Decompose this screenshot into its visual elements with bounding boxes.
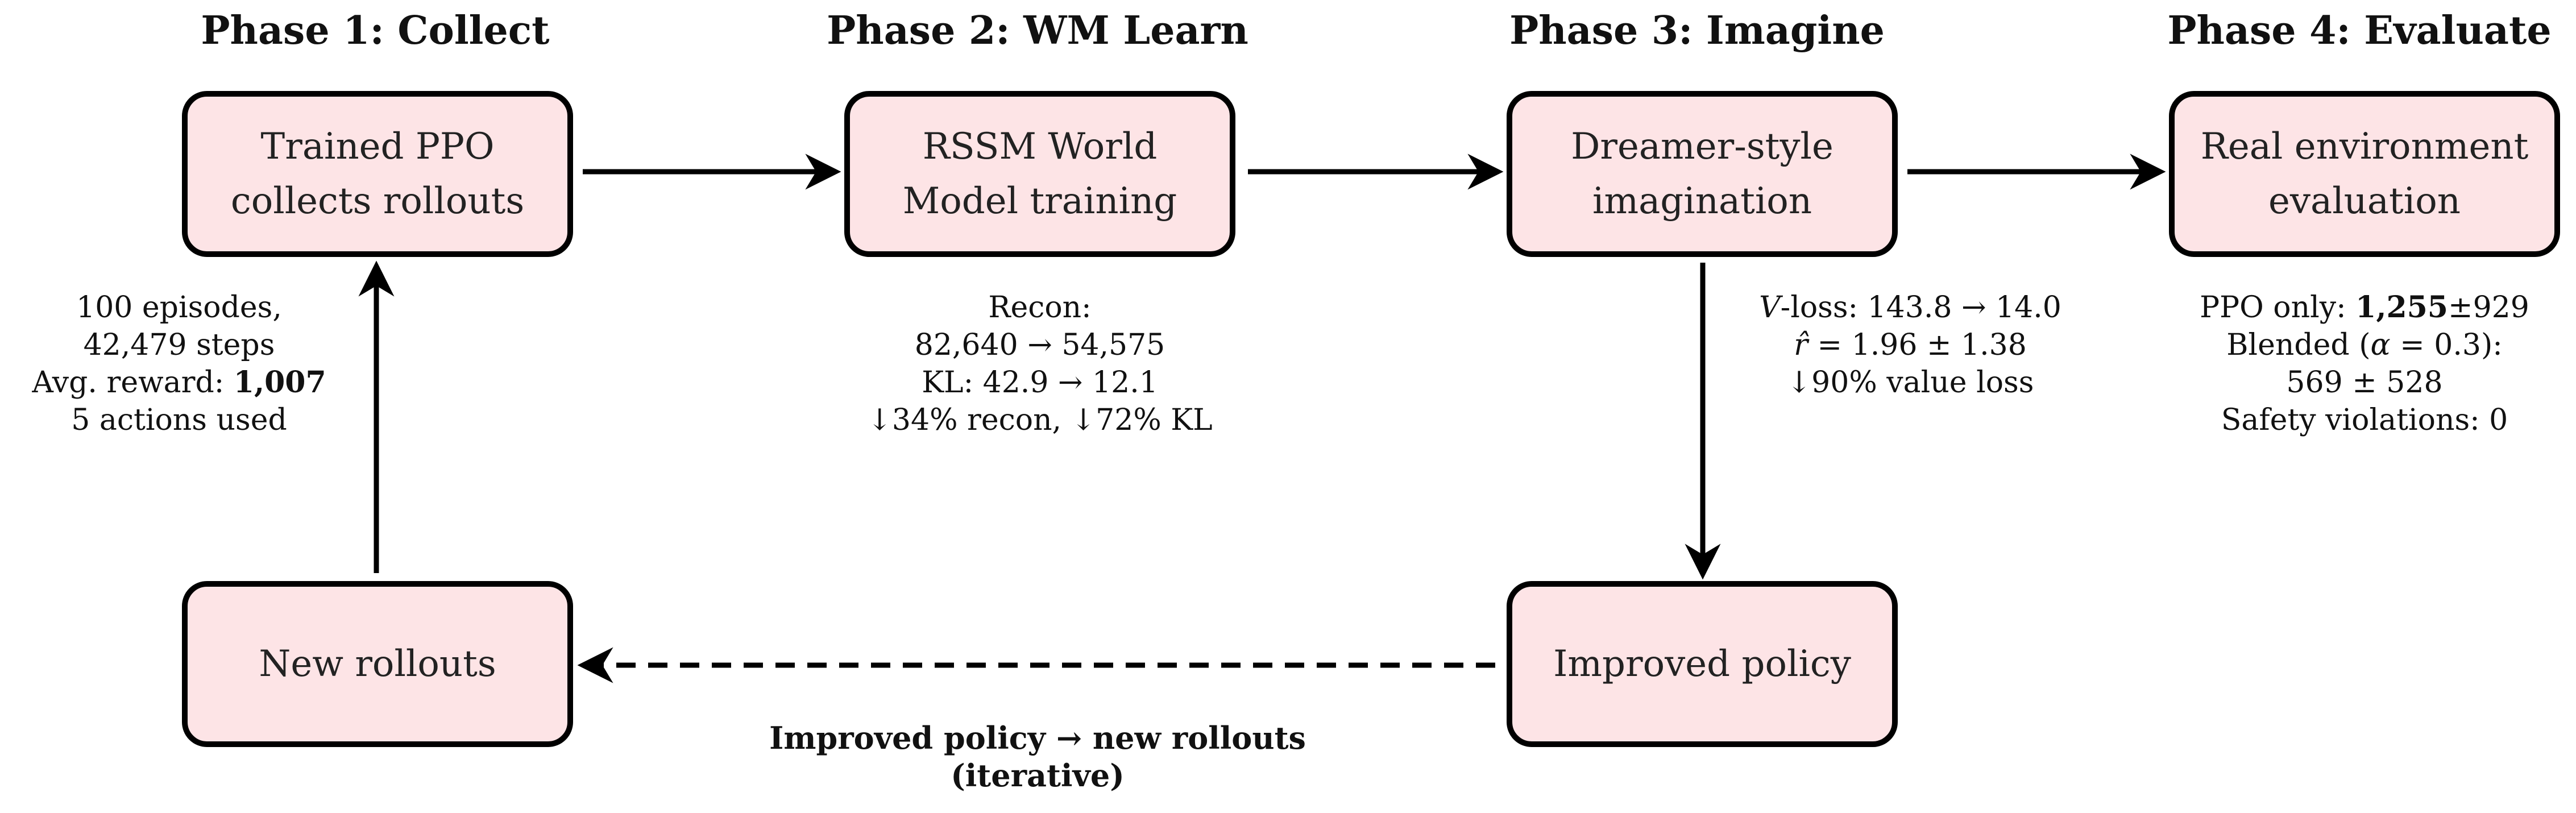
avg-reward-value: 1,007 <box>233 365 326 400</box>
annotation-collect-line2: 42,479 steps <box>83 328 275 362</box>
blended-label-prefix: Blended ( <box>2226 328 2371 362</box>
annotation-wm-learn-line1: Recon: <box>988 291 1092 325</box>
annotation-imagine-line3: ↓90% value loss <box>1786 366 2034 400</box>
node-improved-policy-label: Improved policy <box>1553 643 1851 685</box>
node-wm-learn: RSSM World Model training <box>844 91 1235 257</box>
node-evaluate-line1: Real environment <box>2200 126 2529 168</box>
v-loss-symbol: V <box>1759 291 1781 325</box>
ppo-only-label: PPO only: <box>2200 291 2356 325</box>
annotation-evaluate: PPO only: 1,255±929 Blended (α = 0.3): 5… <box>2137 289 2576 439</box>
annotation-collect-line4: 5 actions used <box>71 403 287 437</box>
annotation-imagine: V-loss: 143.8 → 14.0 r̂ = 1.96 ± 1.38 ↓9… <box>1711 289 2109 401</box>
phase-2-title: Phase 2: WM Learn <box>827 8 1248 53</box>
phase-4-title: Phase 4: Evaluate <box>2167 8 2552 53</box>
node-imagine: Dreamer-style imagination <box>1507 91 1898 257</box>
blended-label-suffix: = 0.3): <box>2390 328 2503 362</box>
loop-label-line2: (iterative) <box>951 757 1125 794</box>
avg-reward-label: Avg. reward: <box>32 366 234 400</box>
annotation-wm-learn-line3: KL: 42.9 → 12.1 <box>922 366 1158 400</box>
node-improved-policy: Improved policy <box>1507 581 1898 747</box>
annotation-imagine-line1: V-loss: 143.8 → 14.0 <box>1711 289 2109 326</box>
loop-label-line1: Improved policy → new rollouts <box>769 720 1306 756</box>
loop-label: Improved policy → new rollouts (iterativ… <box>696 719 1379 794</box>
r-hat-text: = 1.96 ± 1.38 <box>1808 328 2027 362</box>
annotation-evaluate-line1: PPO only: 1,255±929 <box>2137 289 2576 326</box>
phase-1-title: Phase 1: Collect <box>201 8 550 53</box>
node-wm-learn-line1: RSSM World <box>922 126 1158 168</box>
annotation-collect-line3: Avg. reward: 1,007 <box>0 364 358 401</box>
node-new-rollouts-label: New rollouts <box>259 643 496 685</box>
annotation-collect: 100 episodes, 42,479 steps Avg. reward: … <box>0 289 358 439</box>
r-hat-symbol: r̂ <box>1794 328 1808 362</box>
annotation-wm-learn-line2: 82,640 → 54,575 <box>914 328 1165 362</box>
alpha-symbol: α <box>2370 328 2391 362</box>
annotation-collect-line1: 100 episodes, <box>76 291 282 325</box>
node-collect-line2: collects rollouts <box>230 180 525 222</box>
annotation-wm-learn-line4: ↓34% recon, ↓72% KL <box>867 403 1213 437</box>
annotation-evaluate-line2: Blended (α = 0.3): <box>2137 326 2576 364</box>
node-evaluate-line2: evaluation <box>2268 180 2461 222</box>
annotation-evaluate-line3: 569 ± 528 <box>2286 366 2443 400</box>
node-collect: Trained PPO collects rollouts <box>182 91 573 257</box>
node-wm-learn-line2: Model training <box>902 180 1177 222</box>
phase-3-title: Phase 3: Imagine <box>1509 8 1885 53</box>
annotation-imagine-line2: r̂ = 1.96 ± 1.38 <box>1711 326 2109 364</box>
annotation-evaluate-line4: Safety violations: 0 <box>2221 403 2508 437</box>
node-collect-line1: Trained PPO <box>260 126 495 168</box>
ppo-only-value: 1,255 <box>2355 290 2448 325</box>
v-loss-text: -loss: 143.8 → 14.0 <box>1780 291 2061 325</box>
node-new-rollouts: New rollouts <box>182 581 573 747</box>
ppo-only-std: ±929 <box>2448 291 2529 325</box>
node-imagine-line2: imagination <box>1592 180 1812 222</box>
node-imagine-line1: Dreamer-style <box>1571 126 1834 168</box>
annotation-wm-learn: Recon: 82,640 → 54,575 KL: 42.9 → 12.1 ↓… <box>812 289 1267 439</box>
node-evaluate: Real environment evaluation <box>2169 91 2560 257</box>
